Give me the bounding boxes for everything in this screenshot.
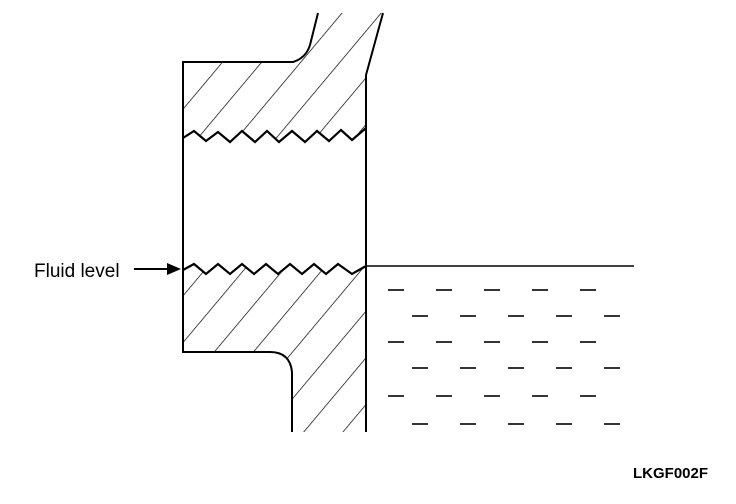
right-edge-line — [365, 12, 384, 432]
component-outline — [182, 12, 319, 432]
fluid-level-arrow — [134, 263, 181, 275]
upper-hatched-section — [183, 13, 383, 142]
fluid-level-break-line — [182, 262, 367, 276]
fluid-level-label: Fluid level — [34, 261, 120, 282]
figure-code: LKGF002F — [633, 465, 708, 482]
lower-hatched-section — [183, 264, 366, 432]
upper-break-line — [182, 127, 367, 144]
fluid-body — [388, 289, 620, 425]
